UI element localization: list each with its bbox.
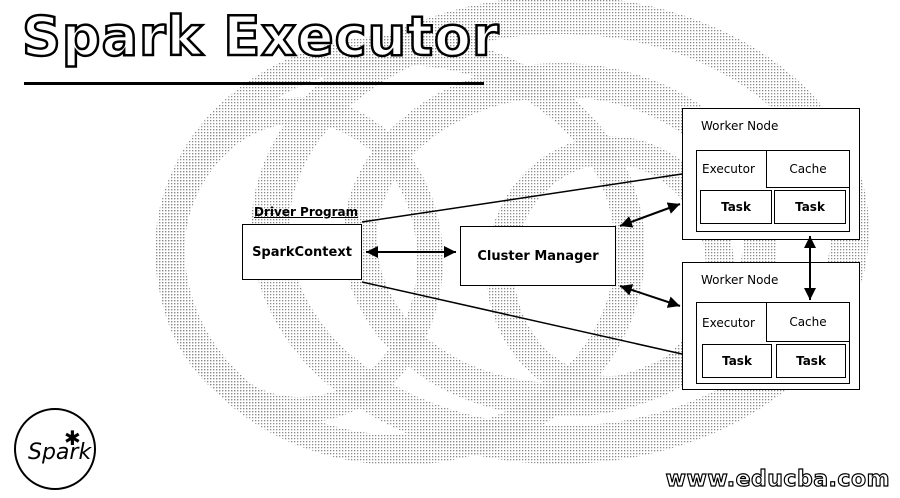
cache-box: Cache	[766, 302, 850, 342]
cluster-manager-label: Cluster Manager	[477, 248, 599, 264]
cluster-manager-box: Cluster Manager	[460, 226, 616, 286]
task-box: Task	[774, 190, 846, 224]
watermark: www.educba.com	[665, 466, 890, 492]
spark-context-box: SparkContext	[242, 224, 362, 280]
executor-label: Executor	[702, 162, 755, 176]
spark-logo: Spark ✱	[14, 408, 96, 490]
task-label: Task	[796, 354, 826, 368]
spark-star-icon: ✱	[64, 428, 81, 450]
task-box: Task	[776, 344, 846, 378]
executor-label: Executor	[702, 316, 755, 330]
task-label: Task	[795, 200, 825, 214]
task-label: Task	[721, 200, 751, 214]
cache-label: Cache	[789, 162, 827, 176]
task-box: Task	[700, 190, 772, 224]
spark-context-label: SparkContext	[252, 244, 352, 260]
driver-program-label: Driver Program	[254, 205, 359, 219]
spark-logo-text: Spark	[28, 440, 92, 465]
worker-node-label: Worker Node	[701, 273, 779, 287]
task-label: Task	[722, 354, 752, 368]
page-title: Spark Executor	[21, 5, 500, 68]
cache-label: Cache	[789, 315, 827, 329]
cache-box: Cache	[766, 150, 850, 188]
task-box: Task	[702, 344, 772, 378]
worker-node-label: Worker Node	[701, 119, 779, 133]
title-underline	[24, 82, 484, 85]
